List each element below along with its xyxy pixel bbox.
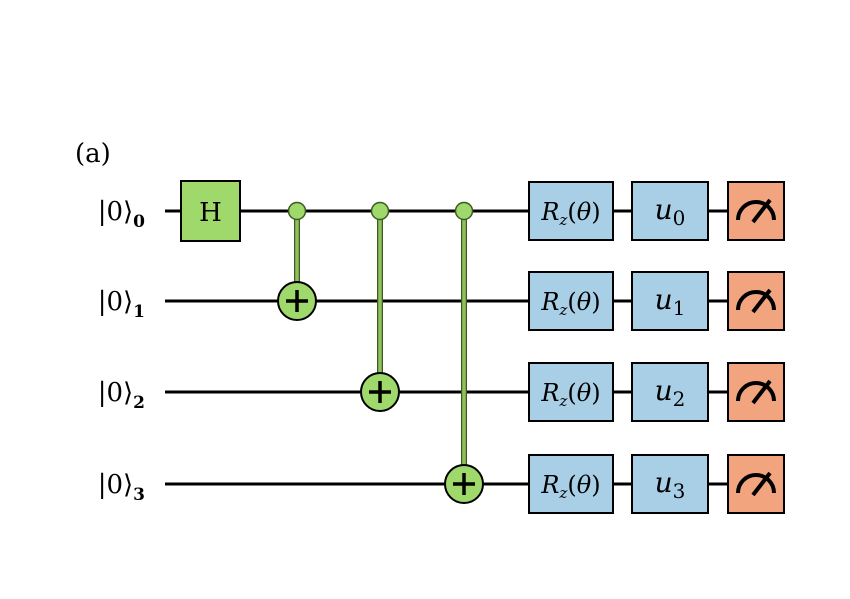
meter-icon bbox=[736, 200, 776, 221]
meter-icon bbox=[736, 290, 776, 311]
cnot-control-dot bbox=[454, 201, 474, 221]
qubit-index: 3 bbox=[133, 485, 145, 505]
u-gates: u0 u1 u2 u3 bbox=[631, 181, 709, 514]
qubit-wires bbox=[165, 209, 728, 486]
u-gate-label: u0 bbox=[655, 193, 686, 230]
rz-gate-label: Rz(θ) bbox=[540, 198, 600, 229]
meter-needle-icon bbox=[751, 288, 772, 314]
meter-needle-icon bbox=[751, 198, 772, 224]
u-gate-2: u2 bbox=[631, 362, 709, 422]
qubit-label-2: |0⟩2 bbox=[98, 378, 145, 413]
hadamard-gate-label: H bbox=[199, 198, 222, 228]
qubit-labels: |0⟩0|0⟩1|0⟩2|0⟩3 bbox=[98, 197, 145, 505]
qubit-label-1: |0⟩1 bbox=[98, 287, 145, 322]
cnot-control-dot bbox=[287, 201, 307, 221]
rz-gate-0: Rz(θ) bbox=[528, 181, 614, 241]
hadamard-gate: H bbox=[180, 180, 241, 242]
rz-gate-3: Rz(θ) bbox=[528, 454, 614, 514]
meter-icon bbox=[736, 381, 776, 402]
qubit-ket: |0⟩ bbox=[98, 470, 133, 500]
rz-gate-1: Rz(θ) bbox=[528, 271, 614, 331]
qubit-index: 2 bbox=[133, 393, 145, 413]
qubit-index: 1 bbox=[133, 302, 145, 322]
qubit-label-0: |0⟩0 bbox=[98, 197, 145, 232]
u-gate-1: u1 bbox=[631, 271, 709, 331]
cnot-gate-1 bbox=[360, 201, 400, 412]
qubit-ket: |0⟩ bbox=[98, 287, 133, 317]
u-gate-label: u1 bbox=[655, 283, 686, 320]
cnot-control-dot bbox=[370, 201, 390, 221]
cnot-gates bbox=[277, 201, 484, 504]
meter-icon bbox=[736, 473, 776, 494]
rz-gate-2: Rz(θ) bbox=[528, 362, 614, 422]
rz-gate-label: Rz(θ) bbox=[540, 471, 600, 502]
qubit-label-3: |0⟩3 bbox=[98, 470, 145, 505]
measurement-gates bbox=[727, 181, 785, 514]
cnot-gate-0 bbox=[277, 201, 317, 321]
measurement-gate-1 bbox=[727, 271, 785, 331]
measurement-gate-2 bbox=[727, 362, 785, 422]
measurement-gate-0 bbox=[727, 181, 785, 241]
qubit-ket: |0⟩ bbox=[98, 197, 133, 227]
measurement-gate-3 bbox=[727, 454, 785, 514]
u-gate-label: u2 bbox=[655, 374, 686, 411]
u-gate-0: u0 bbox=[631, 181, 709, 241]
rz-gate-label: Rz(θ) bbox=[540, 288, 600, 319]
rz-gates: Rz(θ) Rz(θ) Rz(θ) Rz(θ) bbox=[528, 181, 614, 514]
qubit-index: 0 bbox=[133, 212, 145, 232]
meter-needle-icon bbox=[751, 379, 772, 405]
qubit-ket: |0⟩ bbox=[98, 378, 133, 408]
cnot-gate-2 bbox=[444, 201, 484, 504]
panel-label: (a) bbox=[75, 139, 111, 169]
u-gate-3: u3 bbox=[631, 454, 709, 514]
rz-gate-label: Rz(θ) bbox=[540, 379, 600, 410]
u-gate-label: u3 bbox=[655, 466, 686, 503]
meter-needle-icon bbox=[751, 471, 772, 497]
